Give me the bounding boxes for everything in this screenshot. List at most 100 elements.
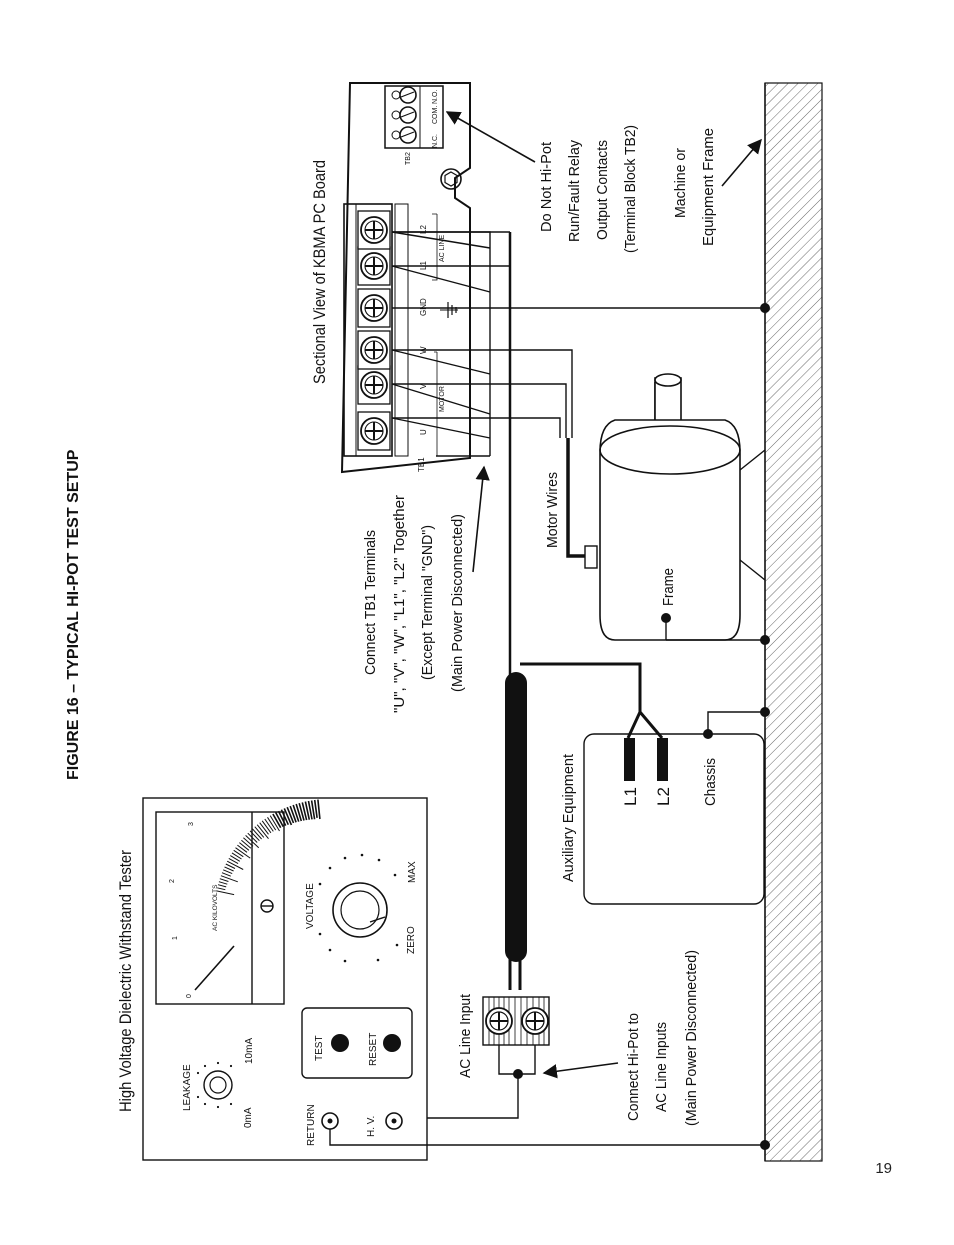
- meter-tick-mark: [224, 866, 234, 872]
- meter-tick-2: 2: [169, 879, 176, 883]
- ground-symbol: [440, 302, 458, 318]
- page-number: 19: [875, 1160, 892, 1177]
- leakage-min-label: 0mA: [243, 1107, 254, 1128]
- svg-text:"U", "V", "W", "L1", "L2" Toge: "U", "V", "W", "L1", "L2" Together: [391, 495, 408, 713]
- tb1-terminal-label-v: V: [419, 383, 428, 389]
- tb2-terminal-block: [384, 85, 444, 149]
- meter-tick-3: 3: [188, 822, 195, 826]
- meter-tick-mark: [289, 805, 297, 823]
- meter-tick-mark: [256, 824, 269, 840]
- meter-tick-mark: [219, 878, 229, 882]
- ac-line-input-label: AC Line Input: [457, 993, 474, 1078]
- meter-tick-mark: [292, 804, 300, 822]
- meter-tick-mark: [267, 817, 277, 831]
- meter-tick-mark: [261, 820, 272, 834]
- aux-l1-label: L1: [621, 787, 640, 806]
- meter-tick-1: 1: [172, 936, 179, 940]
- connect-tb1-note: Connect TB1 Terminals "U", "V", "W", "L1…: [362, 495, 466, 713]
- tb1-screw-l1: [357, 246, 391, 286]
- voltage-max-label: MAX: [407, 861, 418, 883]
- tb1-screw-u: [357, 411, 391, 451]
- mounting-hole: [440, 168, 462, 190]
- meter-tick-mark: [252, 828, 262, 840]
- figure-title: FIGURE 16 – TYPICAL HI-POT TEST SETUP: [65, 449, 82, 780]
- svg-text:Run/Fault Relay: Run/Fault Relay: [566, 140, 583, 242]
- test-button-label: TEST: [314, 1035, 325, 1061]
- meter-tick-mark: [272, 813, 282, 829]
- svg-text:(Except Terminal "GND"): (Except Terminal "GND"): [419, 525, 436, 680]
- ac-line-input-block: [482, 996, 550, 1046]
- meter-tick-mark: [233, 849, 244, 858]
- voltage-zero-label: ZERO: [406, 926, 417, 954]
- meter-tick-mark: [317, 799, 321, 820]
- tb1-terminal-label-l1: L1: [419, 261, 428, 270]
- svg-text:AC Line Inputs: AC Line Inputs: [653, 1022, 670, 1112]
- motor: [584, 373, 766, 641]
- svg-text:Output Contacts: Output Contacts: [594, 140, 611, 240]
- voltage-label: VOLTAGE: [305, 883, 316, 929]
- meter-tick-mark: [230, 855, 241, 862]
- chassis-label: Chassis: [702, 758, 719, 806]
- hv-terminal-label: H. V.: [366, 1116, 377, 1137]
- tb1-terminal-block: [343, 203, 409, 457]
- cable-bundle: [505, 672, 527, 990]
- tb1-label: TB1: [417, 457, 426, 472]
- meter-tick-mark: [221, 872, 231, 877]
- meter-tick-mark: [310, 800, 316, 820]
- meter-tick-mark: [254, 826, 265, 838]
- meter-tick-mark: [216, 890, 235, 896]
- test-button[interactable]: [331, 1034, 349, 1052]
- meter-tick-mark: [249, 830, 260, 842]
- meter-tick-mark: [277, 810, 287, 826]
- leakage-max-label: 10mA: [244, 1038, 255, 1064]
- svg-text:Connect Hi-Pot to: Connect Hi-Pot to: [625, 1013, 642, 1121]
- tb1-screw-w: [357, 330, 391, 370]
- connect-hipot-note: Connect Hi-Pot to AC Line Inputs (Main P…: [625, 950, 700, 1126]
- aux-l2-label: L2: [654, 787, 673, 806]
- meter-tick-mark: [304, 801, 311, 820]
- meter-tick-mark: [235, 847, 251, 859]
- meter-unit-label: AC KILOVOLTS: [212, 884, 219, 931]
- motor-wires-label: Motor Wires: [544, 472, 561, 548]
- meter-tick-mark: [280, 809, 290, 826]
- tb1-screw-gnd: [357, 288, 391, 328]
- tb2-terminal-no: N.O.: [432, 90, 439, 104]
- pc-board: [340, 82, 471, 474]
- meter-tick-mark: [241, 839, 252, 849]
- meter-tick-mark: [269, 815, 280, 832]
- tb2-label: TB2: [405, 152, 412, 165]
- meter-tick-mark: [228, 857, 239, 865]
- tb2-terminal-nc: N.C.: [432, 134, 439, 148]
- meter-tick-mark: [286, 806, 295, 824]
- meter-tick-mark: [237, 844, 248, 853]
- reset-button-label: RESET: [368, 1033, 379, 1066]
- machine-frame-bar: [764, 82, 823, 1162]
- svg-text:(Main Power Disconnected): (Main Power Disconnected): [449, 514, 466, 692]
- meter-tick-mark: [226, 860, 244, 870]
- meter-tick-mark: [307, 800, 313, 820]
- reset-button[interactable]: [383, 1034, 401, 1052]
- ac-line-group-label: AC LINE: [439, 234, 446, 262]
- meter-tick-mark: [217, 887, 226, 891]
- auxiliary-equipment: [583, 733, 765, 905]
- tb1-terminal-label-l2: L2: [419, 225, 428, 234]
- svg-text:(Main Power Disconnected): (Main Power Disconnected): [683, 950, 700, 1126]
- meter-tick-mark: [295, 803, 303, 822]
- meter-tick-mark: [301, 802, 308, 821]
- machine-frame-note: Machine or Equipment Frame: [672, 128, 717, 246]
- meter-tick-mark: [247, 832, 258, 843]
- svg-text:Equipment Frame: Equipment Frame: [700, 128, 717, 246]
- meter-tick-mark: [313, 799, 318, 819]
- meter-tick-mark: [264, 818, 274, 832]
- meter-tick-mark: [243, 837, 254, 847]
- meter-tick-mark: [223, 869, 233, 875]
- meter-tick-mark: [283, 808, 293, 826]
- svg-text:(Terminal Block TB2): (Terminal Block TB2): [622, 125, 639, 253]
- do-not-hipot-note: Do Not Hi-Pot Run/Fault Relay Output Con…: [538, 125, 639, 253]
- meter-tick-mark: [259, 822, 269, 835]
- tb1-jumper-wires: [391, 231, 573, 457]
- meter-tick-mark: [298, 802, 305, 821]
- meter-tick-mark: [274, 812, 284, 827]
